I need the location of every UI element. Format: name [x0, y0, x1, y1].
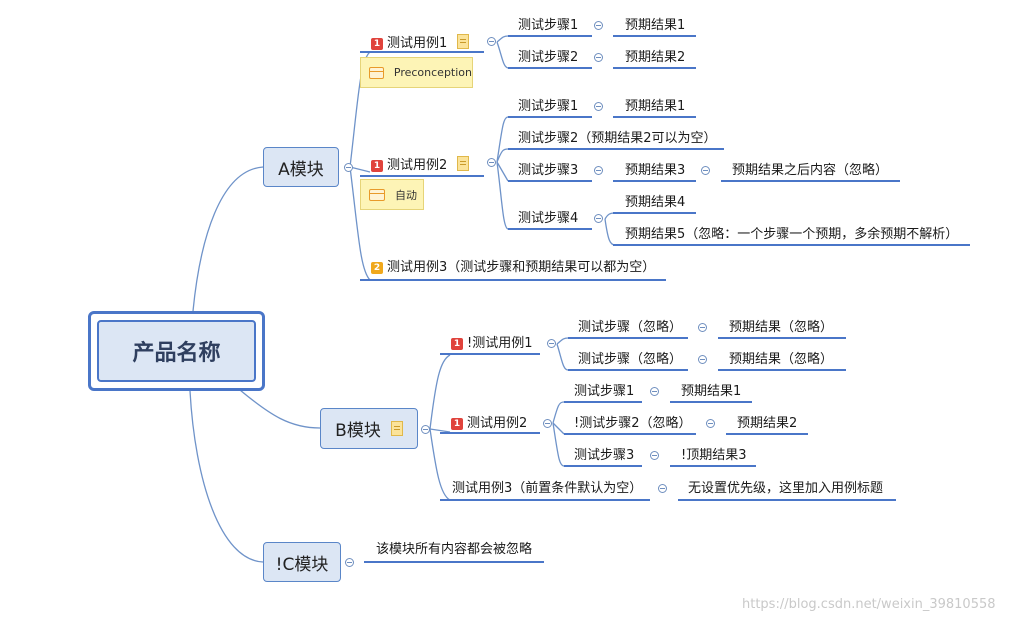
branch-c-label: !C模块 [275, 554, 329, 575]
collapse-icon[interactable] [650, 387, 659, 396]
a-case1-result2[interactable]: 预期结果2 [625, 50, 686, 65]
collapse-icon[interactable] [698, 323, 707, 332]
priority-1-icon: 1 [451, 418, 463, 430]
b-case3-result[interactable]: 无设置优先级，这里加入用例标题 [688, 481, 884, 496]
a-case1-result1[interactable]: 预期结果1 [625, 18, 686, 33]
collapse-icon[interactable] [547, 339, 556, 348]
a-case2-result3-after[interactable]: 预期结果之后内容（忽略） [732, 163, 889, 178]
collapse-icon[interactable] [345, 558, 354, 567]
b-case1-result1[interactable]: 预期结果（忽略） [729, 320, 834, 335]
b-case2-result3[interactable]: !顶期结果3 [681, 448, 747, 463]
b-case2-step3[interactable]: 测试步骤3 [574, 448, 635, 463]
collapse-icon[interactable] [543, 419, 552, 428]
collapse-icon[interactable] [594, 53, 603, 62]
label-icon [369, 66, 384, 79]
c-module-note[interactable]: 该模块所有内容都会被忽略 [376, 542, 533, 557]
a-case2-step3[interactable]: 测试步骤3 [518, 163, 579, 178]
collapse-icon[interactable] [706, 419, 715, 428]
collapse-icon[interactable] [487, 158, 496, 167]
collapse-icon[interactable] [594, 21, 603, 30]
a-case1-precondition-text: Preconception [393, 66, 472, 79]
note-icon[interactable] [457, 34, 470, 49]
b-case1-result2[interactable]: 预期结果（忽略） [729, 352, 834, 367]
collapse-icon[interactable] [658, 484, 667, 493]
a-case2-auto-text: 自动 [395, 188, 417, 202]
b-case3[interactable]: 测试用例3（前置条件默认为空） [452, 481, 643, 496]
a-case2-result5[interactable]: 预期结果5（忽略：一个步骤一个预期，多余预期不解析） [625, 227, 959, 242]
b-case2-result1[interactable]: 预期结果1 [681, 384, 742, 399]
b-case2-step2[interactable]: !测试步骤2（忽略） [574, 416, 692, 431]
a-case2[interactable]: 1 测试用例2 [371, 156, 470, 174]
b-case1[interactable]: 1 !测试用例1 [451, 336, 532, 352]
branch-a-label: A模块 [278, 159, 324, 180]
root-topic[interactable]: 产品名称 [88, 311, 265, 391]
a-case1-step1[interactable]: 测试步骤1 [518, 18, 579, 33]
watermark: https://blog.csdn.net/weixin_39810558 [742, 597, 996, 612]
b-case2-label: 测试用例2 [467, 416, 528, 431]
b-case2[interactable]: 1 测试用例2 [451, 416, 527, 432]
b-case1-step2[interactable]: 测试步骤（忽略） [578, 352, 683, 367]
collapse-icon[interactable] [487, 37, 496, 46]
b-case2-result2[interactable]: 预期结果2 [737, 416, 798, 431]
priority-1-icon: 1 [451, 338, 463, 350]
label-icon [369, 188, 385, 201]
a-case2-label: 测试用例2 [387, 158, 448, 173]
collapse-icon[interactable] [594, 214, 603, 223]
b-case1-step1[interactable]: 测试步骤（忽略） [578, 320, 683, 335]
collapse-icon[interactable] [650, 451, 659, 460]
branch-b-label: B模块 [335, 421, 381, 441]
b-case2-step1[interactable]: 测试步骤1 [574, 384, 635, 399]
collapse-icon[interactable] [344, 163, 353, 172]
branch-b-module[interactable]: B模块 [320, 408, 418, 449]
a-case2-auto-label[interactable]: 自动 [360, 179, 424, 210]
collapse-icon[interactable] [594, 166, 603, 175]
priority-1-icon: 1 [371, 160, 383, 172]
collapse-icon[interactable] [421, 425, 430, 434]
a-case3-label: 测试用例3（测试步骤和预期结果可以都为空） [387, 260, 656, 275]
collapse-icon[interactable] [701, 166, 710, 175]
branch-c-module[interactable]: !C模块 [263, 542, 341, 582]
note-icon[interactable] [457, 156, 470, 171]
priority-2-icon: 2 [371, 262, 383, 274]
a-case1-label: 测试用例1 [387, 36, 448, 51]
b-case1-label: !测试用例1 [467, 336, 533, 351]
collapse-icon[interactable] [594, 102, 603, 111]
a-case2-result4[interactable]: 预期结果4 [625, 195, 686, 210]
a-case2-step2[interactable]: 测试步骤2（预期结果2可以为空） [518, 131, 717, 146]
root-topic-label: 产品名称 [97, 320, 256, 382]
collapse-icon[interactable] [698, 355, 707, 364]
a-case2-result1[interactable]: 预期结果1 [625, 99, 686, 114]
a-case3[interactable]: 2 测试用例3（测试步骤和预期结果可以都为空） [371, 260, 655, 276]
a-case1-precondition-label[interactable]: Preconception [360, 57, 473, 88]
branch-a-module[interactable]: A模块 [263, 147, 339, 187]
a-case1[interactable]: 1 测试用例1 [371, 34, 470, 52]
note-icon[interactable] [390, 421, 403, 436]
a-case2-step1[interactable]: 测试步骤1 [518, 99, 579, 114]
priority-1-icon: 1 [371, 38, 383, 50]
a-case2-step4[interactable]: 测试步骤4 [518, 211, 579, 226]
a-case2-result3[interactable]: 预期结果3 [625, 163, 686, 178]
a-case1-step2[interactable]: 测试步骤2 [518, 50, 579, 65]
